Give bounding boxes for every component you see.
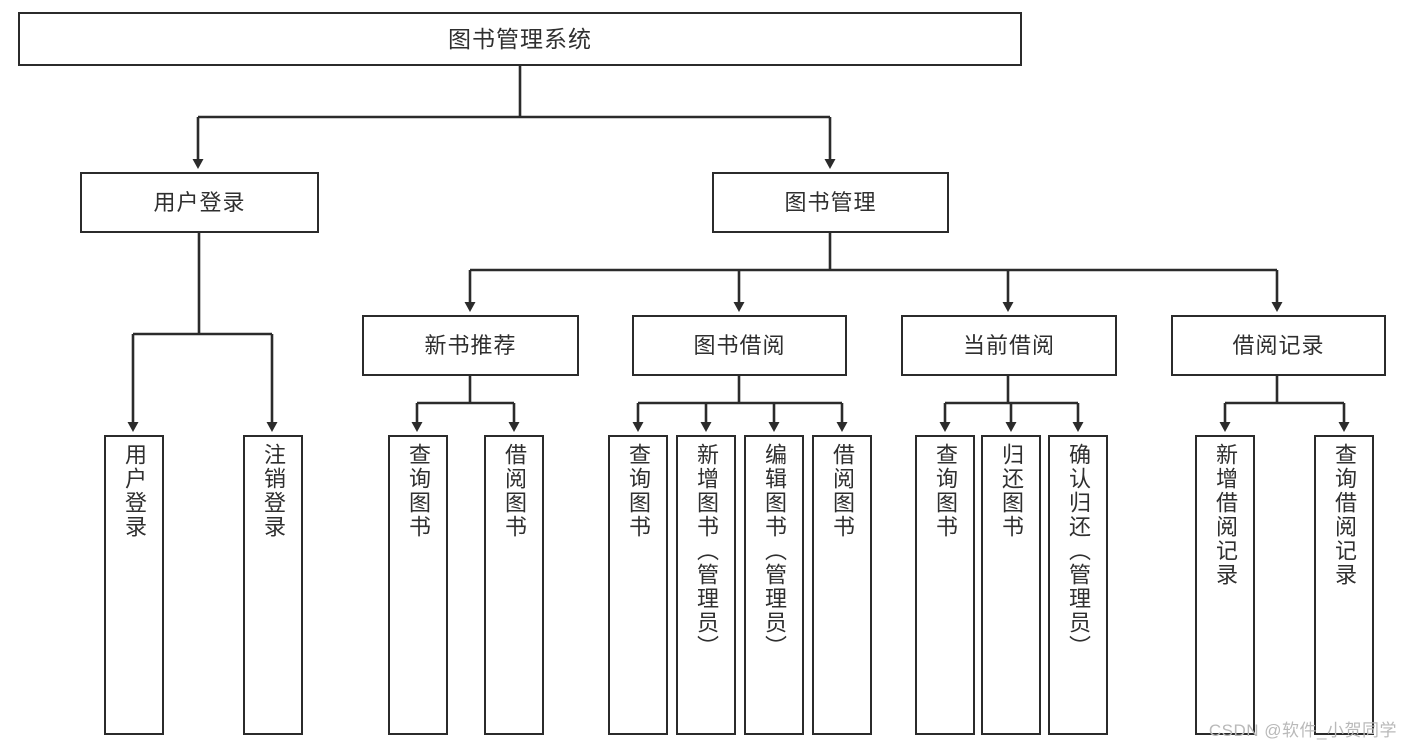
node-book-management[interactable]: 图书管理 bbox=[712, 172, 949, 233]
leaf-query-book-current[interactable]: 查询图书 bbox=[915, 435, 975, 735]
node-user-login[interactable]: 用户登录 bbox=[80, 172, 319, 233]
leaf-confirm-return-admin[interactable]: 确认归还（管理员） bbox=[1048, 435, 1108, 735]
leaf-query-book-new[interactable]: 查询图书 bbox=[388, 435, 448, 735]
node-borrow-record[interactable]: 借阅记录 bbox=[1171, 315, 1386, 376]
leaf-borrow-book[interactable]: 借阅图书 bbox=[812, 435, 872, 735]
leaf-user-login[interactable]: 用户登录 bbox=[104, 435, 164, 735]
leaf-add-borrow-record[interactable]: 新增借阅记录 bbox=[1195, 435, 1255, 735]
node-new-book-recommend[interactable]: 新书推荐 bbox=[362, 315, 579, 376]
leaf-return-book[interactable]: 归还图书 bbox=[981, 435, 1041, 735]
leaf-borrow-book-new[interactable]: 借阅图书 bbox=[484, 435, 544, 735]
csdn-watermark: CSDN @软件_小贺同学 bbox=[1208, 721, 1397, 740]
node-book-borrow[interactable]: 图书借阅 bbox=[632, 315, 847, 376]
node-current-borrow[interactable]: 当前借阅 bbox=[901, 315, 1117, 376]
node-root[interactable]: 图书管理系统 bbox=[18, 12, 1022, 66]
leaf-edit-book-admin[interactable]: 编辑图书（管理员） bbox=[744, 435, 804, 735]
leaf-query-book-borrow[interactable]: 查询图书 bbox=[608, 435, 668, 735]
leaf-add-book-admin[interactable]: 新增图书（管理员） bbox=[676, 435, 736, 735]
leaf-logout[interactable]: 注销登录 bbox=[243, 435, 303, 735]
leaf-query-borrow-record[interactable]: 查询借阅记录 bbox=[1314, 435, 1374, 735]
